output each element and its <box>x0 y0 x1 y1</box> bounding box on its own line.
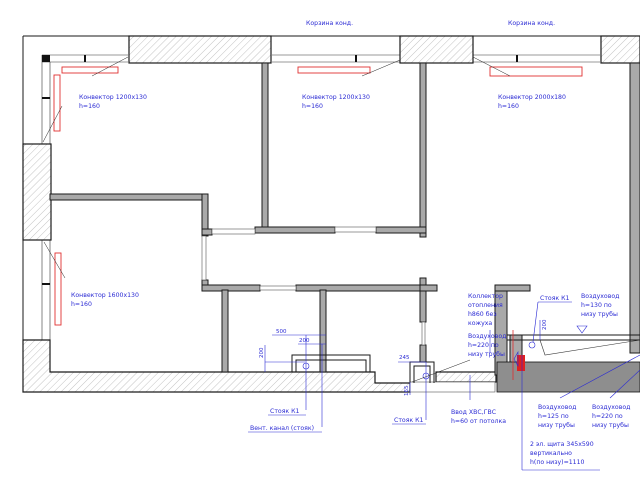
svg-text:h=220 по: h=220 по <box>592 413 623 420</box>
svg-text:низу трубы: низу трубы <box>538 421 575 429</box>
svg-text:Конвектор 2000x180: Конвектор 2000x180 <box>498 94 566 101</box>
electric-panel-label: 2 эл. щита 345x590 вертикально h(по низу… <box>530 441 594 466</box>
convector-1-vertical <box>53 74 61 132</box>
svg-text:h=60 от потолка: h=60 от потолка <box>451 418 506 425</box>
svg-text:h=160: h=160 <box>498 103 519 110</box>
leader-lines <box>42 56 511 383</box>
riser-k1-label-c: Стояк К1 <box>540 295 570 302</box>
svg-text:отопления: отопления <box>468 302 503 309</box>
svg-text:h=125 по: h=125 по <box>538 413 569 420</box>
svg-text:2 эл. щита 345x590: 2 эл. щита 345x590 <box>530 441 594 448</box>
pier-top-1 <box>128 35 272 64</box>
svg-text:кожуха: кожуха <box>468 320 492 327</box>
svg-text:Воздуховод: Воздуховод <box>468 333 506 340</box>
dimension-200-a: 200 <box>299 338 310 344</box>
svg-text:h(по низу)=1110: h(по низу)=1110 <box>530 459 585 466</box>
svg-text:низу трубы: низу трубы <box>581 310 618 318</box>
svg-text:низу трубы: низу трубы <box>468 350 505 358</box>
water-inlet-label: Ввод ХВС,ГВС h=60 от потолка <box>451 409 506 425</box>
convector-4-label: Конвектор 1600x130 h=160 <box>71 292 139 308</box>
collector-label: Коллектор отопления h860 без кожуха <box>468 293 503 327</box>
bottom-slab <box>22 339 411 393</box>
svg-text:Конвектор 1200x130: Конвектор 1200x130 <box>302 94 370 101</box>
dimension-165: 165 <box>404 385 410 396</box>
interior-walls <box>49 62 640 376</box>
duct-220-label-a: Воздуховод h=220 по низу трубы <box>468 333 506 358</box>
ac-basket-label-2: Корзина конд. <box>508 20 555 27</box>
svg-text:h=220 по: h=220 по <box>468 342 499 349</box>
duct-marker-130 <box>576 325 588 334</box>
exterior-wall <box>22 35 640 340</box>
svg-text:низу трубы: низу трубы <box>592 421 629 429</box>
svg-text:h=160: h=160 <box>79 103 100 110</box>
pier-left <box>22 143 52 241</box>
dimension-245: 245 <box>399 355 410 361</box>
svg-text:Воздуховод: Воздуховод <box>581 293 619 300</box>
convector-2-label: Конвектор 1200x130 h=160 <box>302 94 370 110</box>
convector-3 <box>489 66 583 77</box>
convector-3-label: Конвектор 2000x180 h=160 <box>498 94 566 110</box>
dimension-200-b: 200 <box>259 347 265 358</box>
convector-1-horizontal <box>61 66 119 74</box>
svg-text:Конвектор 1600x130: Конвектор 1600x130 <box>71 292 139 299</box>
duct-130-label: Воздуховод h=130 по низу трубы <box>581 293 619 318</box>
svg-text:h=130 по: h=130 по <box>581 302 612 309</box>
svg-text:h860 без: h860 без <box>468 310 497 318</box>
convector-1-label: Конвектор 1200x130 h=160 <box>79 94 147 110</box>
svg-text:h=160: h=160 <box>71 301 92 308</box>
vent-channel-label: Вент. канал (стояк) <box>250 425 314 432</box>
svg-text:Воздуховод: Воздуховод <box>592 404 630 411</box>
dimension-500: 500 <box>276 329 287 335</box>
convector-4 <box>54 252 62 326</box>
dimension-200-c: 200 <box>542 319 548 330</box>
riser-k1-label-b: Стояк К1 <box>394 417 424 424</box>
svg-text:Воздуховод: Воздуховод <box>538 404 576 411</box>
door-openings <box>201 226 496 393</box>
duct-marker-220 <box>513 350 519 368</box>
svg-text:вертикально: вертикально <box>530 450 572 457</box>
pier-top-3 <box>600 35 640 64</box>
electric-panel <box>517 355 525 371</box>
svg-text:Конвектор 1200x130: Конвектор 1200x130 <box>79 94 147 101</box>
ac-basket-label-1: Корзина конд. <box>306 20 353 27</box>
duct-125-label: Воздуховод h=125 по низу трубы <box>538 404 576 429</box>
riser-k1-label-a: Стояк К1 <box>270 408 300 415</box>
duct-220-label-b: Воздуховод h=220 по низу трубы <box>592 404 630 429</box>
bottom-slab-2 <box>435 371 497 383</box>
svg-text:h=160: h=160 <box>302 103 323 110</box>
convector-2 <box>297 66 371 74</box>
pier-top-2 <box>399 35 474 64</box>
dimension-lines <box>264 301 640 471</box>
svg-text:Коллектор: Коллектор <box>468 293 503 300</box>
svg-text:Ввод ХВС,ГВС: Ввод ХВС,ГВС <box>451 409 496 416</box>
riser-k1-c-symbol <box>528 341 536 349</box>
